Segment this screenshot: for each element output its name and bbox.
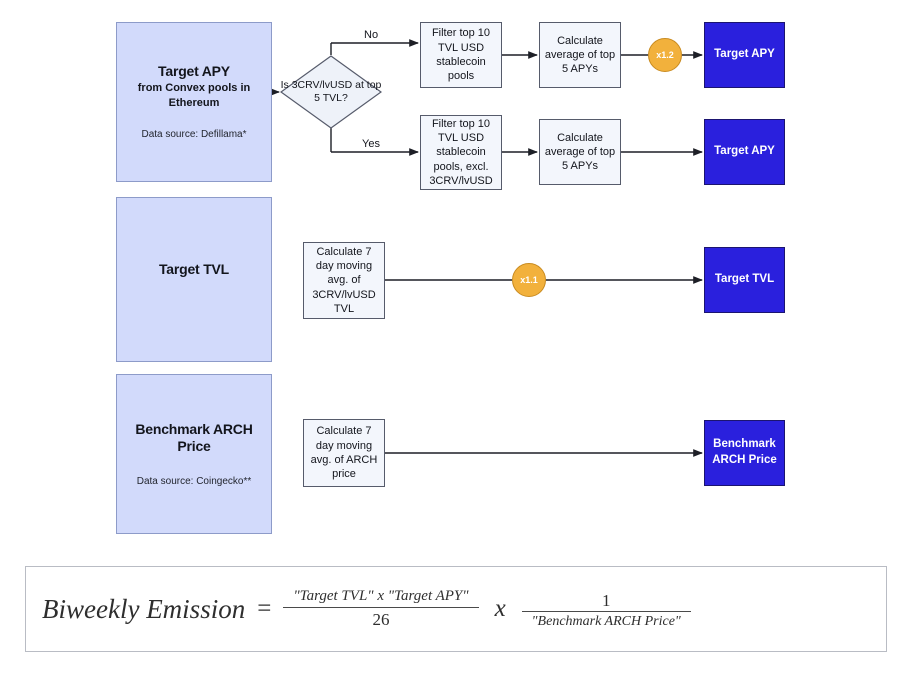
formula-fraction-two: 1 "Benchmark ARCH Price" xyxy=(521,589,691,630)
formula-lhs: Biweekly Emission xyxy=(42,593,246,624)
panel-target-tvl: Target TVL xyxy=(116,197,272,362)
panel-data-source: Data source: Defillama* xyxy=(141,129,247,141)
panel-data-source: Data source: Coingecko** xyxy=(136,475,252,487)
formula-operator: x xyxy=(494,595,506,622)
decision-label: Is 3CRV/lvUSD at top 5 TVL? xyxy=(280,78,382,104)
process-calculate-no-branch[interactable]: Calculate average of top 5 APYs xyxy=(539,22,621,88)
formula-container: Biweekly Emission = "Target TVL" x "Targ… xyxy=(25,566,887,652)
process-calculate-yes-branch[interactable]: Calculate average of top 5 APYs xyxy=(539,119,621,185)
panel-benchmark-arch-price: Benchmark ARCH Price Data source: Coinge… xyxy=(116,374,272,534)
edge-label-yes: Yes xyxy=(362,138,380,150)
fraction-bar xyxy=(521,610,691,612)
terminal-benchmark-arch-price[interactable]: Benchmark ARCH Price xyxy=(704,420,785,486)
panel-title: Target TVL xyxy=(158,261,230,278)
panel-subtitle: from Convex pools in Ethereum xyxy=(137,82,251,109)
process-moving-avg-arch[interactable]: Calculate 7 day moving avg. of ARCH pric… xyxy=(303,419,385,487)
edge-label-no: No xyxy=(364,29,379,41)
decision-diamond[interactable]: Is 3CRV/lvUSD at top 5 TVL? xyxy=(280,55,382,129)
panel-target-apy: Target APY from Convex pools in Ethereum… xyxy=(116,22,272,182)
terminal-target-tvl[interactable]: Target TVL xyxy=(704,247,785,313)
fraction-bar xyxy=(283,607,479,608)
fraction-denominator: "Benchmark ARCH Price" xyxy=(531,613,681,629)
fraction-numerator: 1 xyxy=(601,590,611,610)
panel-title: Target APY xyxy=(158,62,230,79)
formula-equals: = xyxy=(257,595,272,622)
process-filter-no-branch[interactable]: Filter top 10 TVL USD stablecoin pools xyxy=(420,22,502,88)
formula-fraction-one: "Target TVL" x "Target APY" 26 xyxy=(283,588,479,630)
panel-title: Benchmark ARCH Price xyxy=(135,420,253,455)
terminal-target-apy-yes[interactable]: Target APY xyxy=(704,119,785,185)
fraction-denominator: 26 xyxy=(372,610,390,629)
multiplier-badge-tvl: x1.1 xyxy=(512,263,546,297)
process-filter-yes-branch[interactable]: Filter top 10 TVL USD stablecoin pools, … xyxy=(420,115,502,190)
emission-formula: Biweekly Emission = "Target TVL" x "Targ… xyxy=(42,588,691,630)
multiplier-badge-apy: x1.2 xyxy=(648,38,682,72)
fraction-numerator: "Target TVL" x "Target APY" xyxy=(293,588,469,604)
terminal-target-apy-no[interactable]: Target APY xyxy=(704,22,785,88)
process-moving-avg-tvl[interactable]: Calculate 7 day moving avg. of 3CRV/lvUS… xyxy=(303,242,385,319)
